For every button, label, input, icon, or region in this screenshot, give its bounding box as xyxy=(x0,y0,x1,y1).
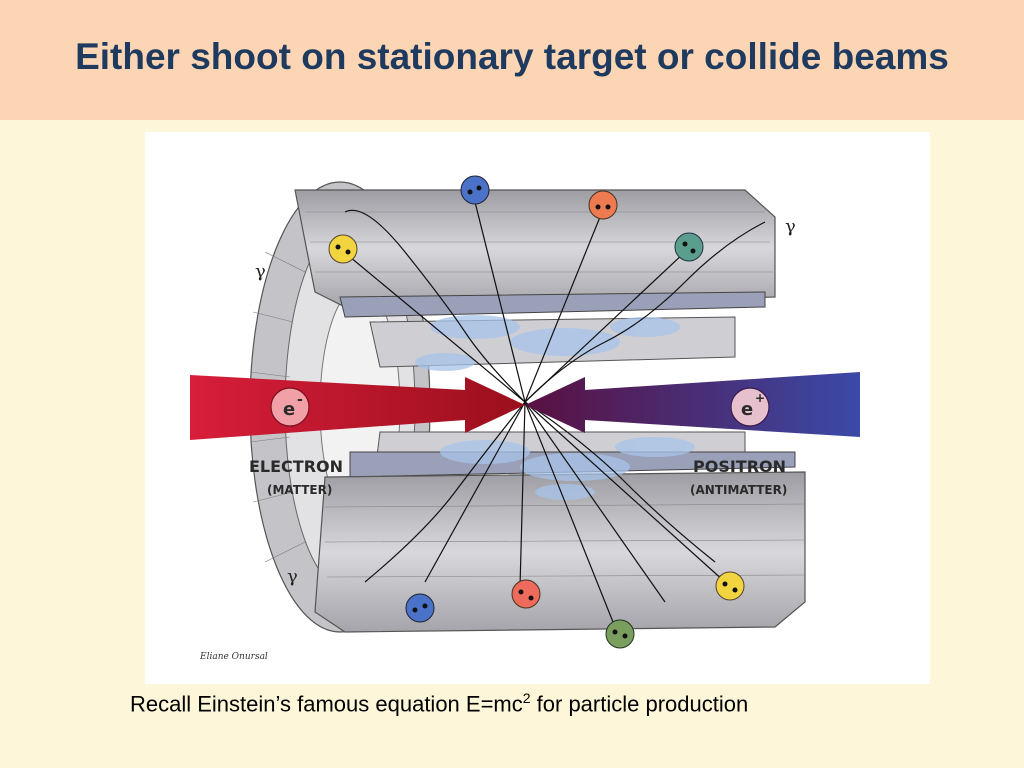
particle-yellow-bottom xyxy=(715,571,745,601)
caption-superscript: 2 xyxy=(522,690,531,706)
gamma-label-left: γ xyxy=(255,261,266,282)
particle-tracks xyxy=(344,201,766,628)
positron-symbol: e xyxy=(741,399,753,420)
positron-sublabel: (ANTIMATTER) xyxy=(690,483,787,497)
artist-credit: Eliane Onursal xyxy=(199,652,268,662)
gamma-label-right: γ xyxy=(785,216,796,237)
particle-green-bottom xyxy=(605,619,635,649)
title-bar xyxy=(0,0,1024,120)
interaction-clouds xyxy=(415,315,695,500)
caption-text-end: for particle production xyxy=(530,691,749,717)
collider-diagram: e - e + ELECTRON (MATTER) POSITRON (ANTI… xyxy=(190,175,860,662)
particle-teal-top xyxy=(674,232,704,262)
electron-sublabel: (MATTER) xyxy=(267,483,332,497)
slide-title: Either shoot on stationary target or col… xyxy=(75,36,949,77)
electron-label: ELECTRON xyxy=(249,457,343,476)
electron-charge: - xyxy=(297,392,303,408)
electron-beam: e - xyxy=(190,375,525,440)
particle-yellow-top xyxy=(328,234,358,264)
collider-figure: e - e + ELECTRON (MATTER) POSITRON (ANTI… xyxy=(145,132,930,684)
particle-red-bottom xyxy=(511,579,541,609)
particle-blue-bottom xyxy=(405,593,435,623)
caption-text: Recall Einstein’s famous equation E=mc xyxy=(130,691,523,717)
positron-label: POSITRON xyxy=(693,457,786,476)
slide-caption: Recall Einstein’s famous equation E=mc2 … xyxy=(130,690,748,717)
gamma-label-bottom: γ xyxy=(287,566,298,587)
positron-beam: e + xyxy=(525,372,860,437)
particle-orange-top xyxy=(588,190,618,220)
positron-charge: + xyxy=(755,391,765,405)
electron-symbol: e xyxy=(283,399,295,420)
particle-blue-top xyxy=(460,175,490,205)
